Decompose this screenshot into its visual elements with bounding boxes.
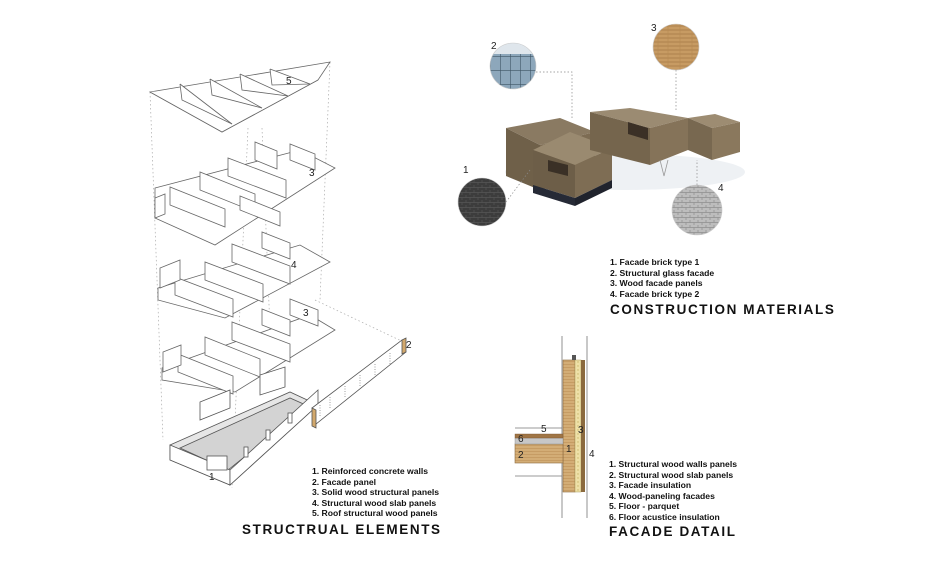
middle-floor-walls	[157, 231, 331, 319]
swatch-brick-type-2	[671, 184, 723, 236]
facade-callout-4: 4	[589, 449, 595, 460]
facade-detail-section	[514, 336, 588, 518]
facade-detail-title: FACADE DATAIL	[609, 524, 737, 539]
leader-lines	[505, 70, 698, 203]
structural-exploded-axonometric	[148, 61, 411, 489]
legend-item: 4. Structural wood slab panels	[312, 497, 437, 508]
materials-building-render	[505, 108, 745, 206]
materials-callout-2: 2	[491, 41, 497, 52]
materials-legend: 1. Facade brick type 1 2. Structural gla…	[610, 257, 714, 299]
block-middle	[590, 108, 688, 165]
facade-panel-strip	[311, 337, 407, 429]
legend-item: 2. Structural wood slab panels	[609, 469, 734, 480]
structural-elements-title: STRUCTRUAL ELEMENTS	[242, 522, 442, 537]
roof-panels	[148, 61, 331, 133]
legend-item: 1. Structural wood walls panels	[609, 459, 737, 469]
wood-paneling-facade	[581, 360, 585, 492]
facade-callout-6: 6	[518, 434, 524, 445]
legend-item: 4. Facade brick type 2	[610, 288, 700, 299]
lower-floor-walls	[161, 298, 336, 395]
block-front	[533, 132, 612, 206]
legend-item: 1. Reinforced concrete walls	[312, 466, 429, 476]
facade-callout-1: 1	[566, 444, 572, 455]
materials-callout-4: 4	[718, 183, 724, 194]
legend-item: 4. Wood-paneling facades	[609, 490, 715, 501]
structural-callout-2: 2	[406, 340, 412, 351]
materials-callouts: 1 2 3 4	[463, 23, 724, 194]
structural-callout-5: 5	[286, 76, 292, 87]
legend-item: 3. Solid wood structural panels	[312, 487, 440, 498]
legend-item: 2. Structural glass facade	[610, 267, 715, 278]
materials-callout-1: 1	[463, 165, 469, 176]
legend-item: 3. Wood facade panels	[610, 278, 703, 289]
structural-callout-3-upper: 3	[309, 168, 315, 179]
structural-legend: 1. Reinforced concrete walls 2. Facade p…	[312, 466, 439, 519]
facade-callout-2: 2	[518, 450, 524, 461]
structural-callout-1: 1	[209, 472, 215, 483]
material-swatches	[457, 23, 723, 236]
materials-callout-3: 3	[651, 23, 657, 34]
ground-floor-concrete	[169, 366, 319, 486]
facade-callout-5: 5	[541, 424, 547, 435]
legend-item: 6. Floor acustice insulation	[609, 511, 720, 522]
legend-item: 1. Facade brick type 1	[610, 257, 700, 267]
legend-item: 3. Facade insulation	[609, 480, 692, 491]
structural-callout-3-lower: 3	[303, 308, 309, 319]
swatch-brick-type-1	[457, 177, 507, 227]
facade-legend: 1. Structural wood walls panels 2. Struc…	[609, 459, 737, 523]
structural-callouts: 1 2 3 4 3 5	[209, 76, 412, 483]
legend-item: 5. Floor - parquet	[609, 501, 680, 512]
facade-callouts: 5 6 2 1 3 4	[518, 424, 595, 461]
construction-materials-title: CONSTRUCTION MATERIALS	[610, 302, 836, 317]
wood-wall-panel	[562, 359, 576, 493]
legend-item: 5. Roof structural wood panels	[312, 508, 438, 519]
facade-callout-3: 3	[578, 425, 584, 436]
swatch-structural-glass	[489, 42, 537, 90]
swatch-wood-panels	[652, 23, 700, 71]
structural-callout-4: 4	[291, 260, 297, 271]
floor-parquet	[514, 433, 564, 439]
legend-item: 2. Facade panel	[312, 476, 377, 487]
upper-floor-walls	[154, 141, 336, 246]
block-right	[688, 114, 740, 160]
